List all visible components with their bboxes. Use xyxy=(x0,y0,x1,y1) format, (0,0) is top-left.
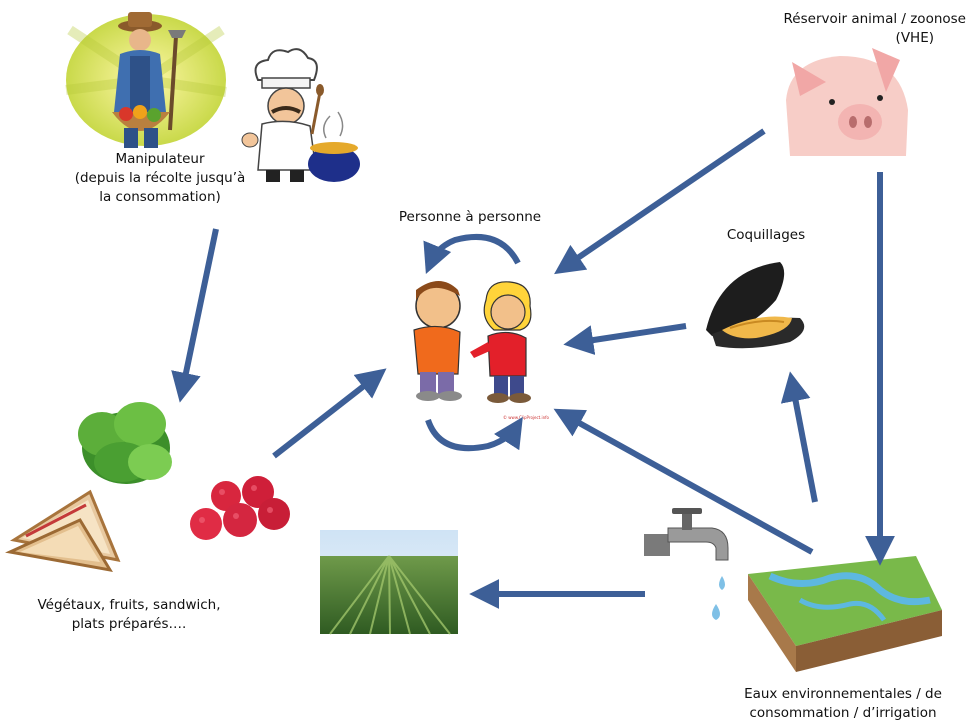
sandwich-illustration xyxy=(5,489,121,573)
water-landscape-illustration xyxy=(748,556,942,672)
lettuce-illustration xyxy=(78,402,172,484)
arrow-loop-bottom xyxy=(425,416,523,452)
clipart-watermark: © www.ClipProject.info xyxy=(503,415,550,420)
produce-label: Végétaux, fruits, sandwich, plats prépar… xyxy=(37,597,221,632)
arrow-water-to-people xyxy=(553,408,814,555)
person-to-person-label: Personne à personne xyxy=(398,209,542,225)
crop-field-illustration xyxy=(320,530,458,635)
mussel-illustration xyxy=(706,262,805,349)
arrows xyxy=(171,128,895,609)
arrow-handler-to-produce xyxy=(171,228,219,403)
two-people-illustration: © www.ClipProject.info xyxy=(398,276,550,426)
chef-illustration xyxy=(241,48,360,182)
reservoir-label: Réservoir animal / zoonose (VHE) xyxy=(783,11,966,46)
arrow-mussel-to-people xyxy=(563,323,687,355)
arrow-water-to-mussel xyxy=(780,371,818,503)
arrow-loop-top xyxy=(423,233,521,274)
handler-label: Manipulateur (depuis la récolte jusqu’à … xyxy=(74,151,246,205)
arrow-produce-to-people xyxy=(272,368,387,459)
farmer-illustration xyxy=(65,12,227,148)
water-label: Eaux environnementales / de consommation… xyxy=(744,686,942,721)
pig-illustration xyxy=(786,48,908,156)
arrow-pig-to-people xyxy=(554,128,766,275)
raspberries-illustration xyxy=(190,476,290,540)
faucet-illustration xyxy=(644,508,729,620)
shellfish-label: Coquillages xyxy=(726,227,806,243)
